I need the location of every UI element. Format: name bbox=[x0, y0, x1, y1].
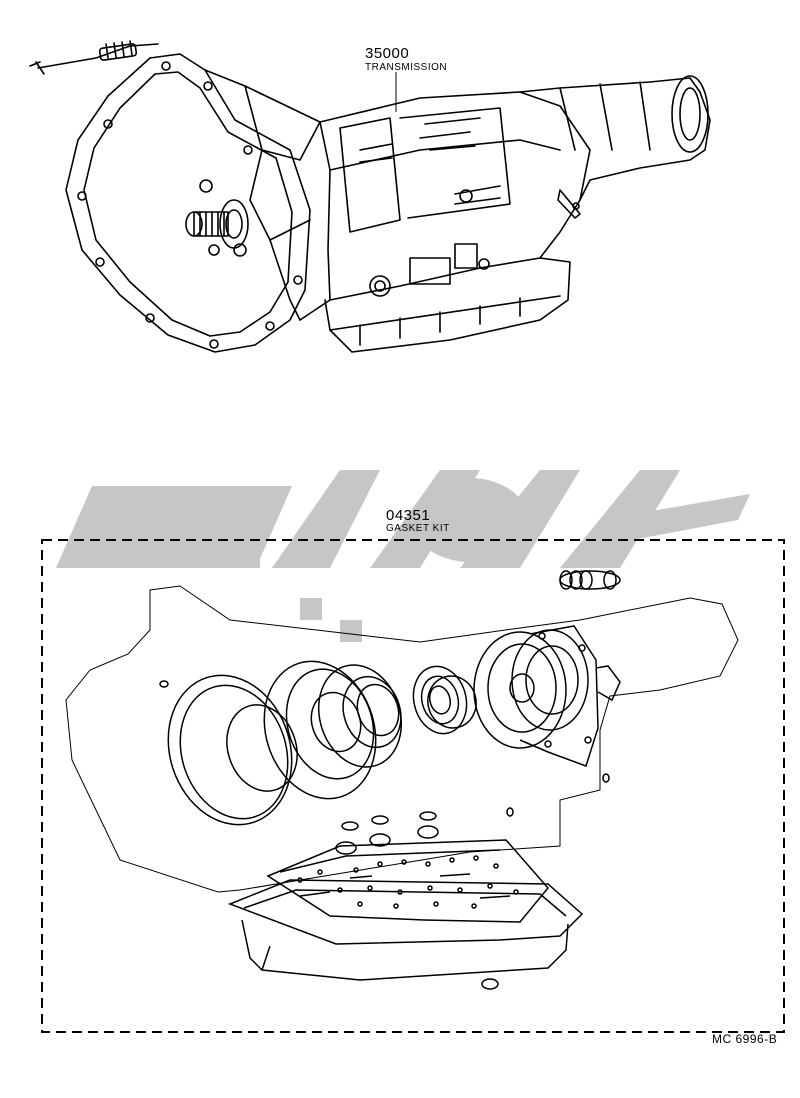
oil-pan bbox=[324, 257, 571, 353]
gasket-kit-contents bbox=[65, 570, 739, 990]
pump-gasket bbox=[473, 625, 621, 767]
oil-pan-gasket bbox=[227, 879, 584, 945]
input-shaft bbox=[185, 179, 249, 257]
oil-pan-lower bbox=[241, 919, 569, 981]
extension-housing bbox=[519, 75, 711, 219]
o-ring-set bbox=[159, 570, 621, 990]
gasket-kit-part-name: GASKET KIT bbox=[386, 523, 450, 534]
diagram-reference-code: MC 6996-B bbox=[712, 1032, 778, 1046]
throttle-cable bbox=[29, 40, 159, 75]
transmission-case bbox=[204, 69, 591, 321]
spring-set bbox=[412, 665, 477, 735]
bell-housing-bolt-holes bbox=[77, 61, 303, 349]
transmission-assembly bbox=[29, 40, 711, 353]
gasket-kit-box bbox=[41, 539, 785, 1033]
gasket-kit-part-number: 04351 bbox=[386, 507, 431, 524]
transmission-part-number: 35000 bbox=[365, 45, 410, 62]
transmission-part-name: TRANSMISSION bbox=[365, 62, 448, 73]
leader-lines bbox=[395, 72, 399, 556]
watermark-logo bbox=[56, 470, 750, 642]
valve-body-plate bbox=[266, 839, 549, 923]
case-outline bbox=[65, 585, 739, 893]
seal-ring-set bbox=[167, 660, 403, 826]
bell-housing bbox=[65, 53, 311, 353]
